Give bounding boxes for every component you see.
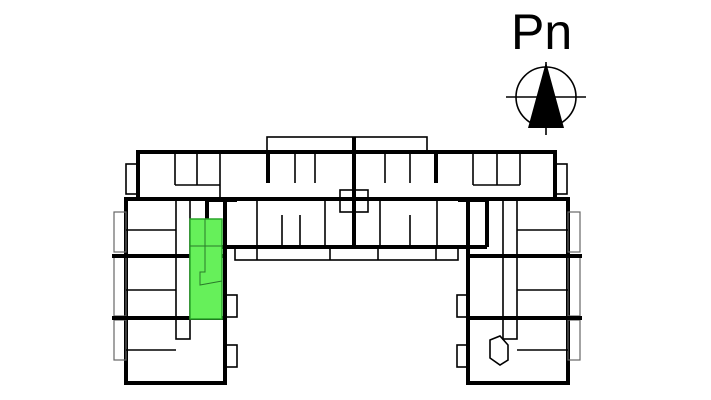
building-outline — [112, 136, 582, 385]
highlighted-apartment[interactable] — [189, 218, 223, 320]
north-label: Pn — [511, 4, 573, 60]
north-arrow-icon — [506, 62, 586, 135]
